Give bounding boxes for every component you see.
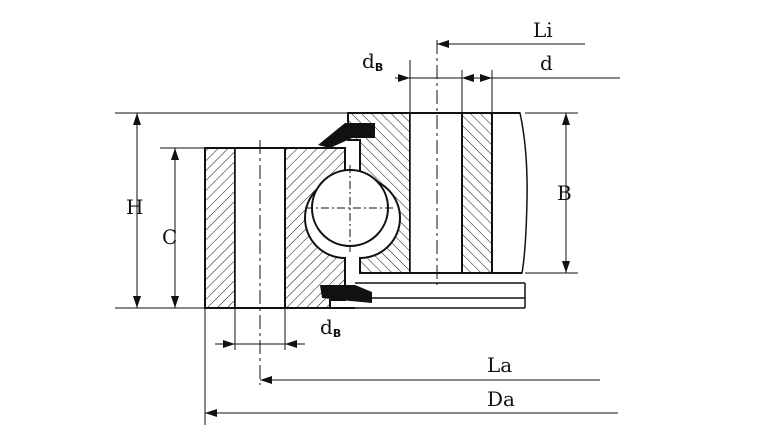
label-b: B <box>557 181 572 205</box>
dimension-db-top: dB <box>362 49 474 113</box>
dimension-da: Da <box>204 308 618 425</box>
label-la: La <box>487 353 512 377</box>
dimension-la: La <box>260 353 600 384</box>
dimension-li: Li <box>437 18 585 48</box>
inner-ring-gear-edge <box>492 112 528 274</box>
inner-ring <box>347 112 528 309</box>
label-db-top: dB <box>362 49 383 74</box>
bottom-seal <box>320 285 372 303</box>
label-db-bottom: dB <box>320 315 341 340</box>
dimension-d: d <box>462 51 620 113</box>
label-c: C <box>162 225 177 249</box>
outer-ring-left-wall <box>204 147 236 309</box>
label-d: d <box>540 51 553 75</box>
dimension-h: H <box>115 112 348 309</box>
top-seal <box>318 123 375 148</box>
label-li: Li <box>533 18 553 42</box>
dimension-db-bottom: dB <box>215 308 341 350</box>
label-da: Da <box>487 387 515 411</box>
inner-ring-bolt-hole <box>409 112 463 274</box>
dimension-b: B <box>525 112 578 274</box>
label-h: H <box>126 195 143 219</box>
inner-ring-right-wall <box>461 112 493 274</box>
dimension-c: C <box>160 147 205 308</box>
